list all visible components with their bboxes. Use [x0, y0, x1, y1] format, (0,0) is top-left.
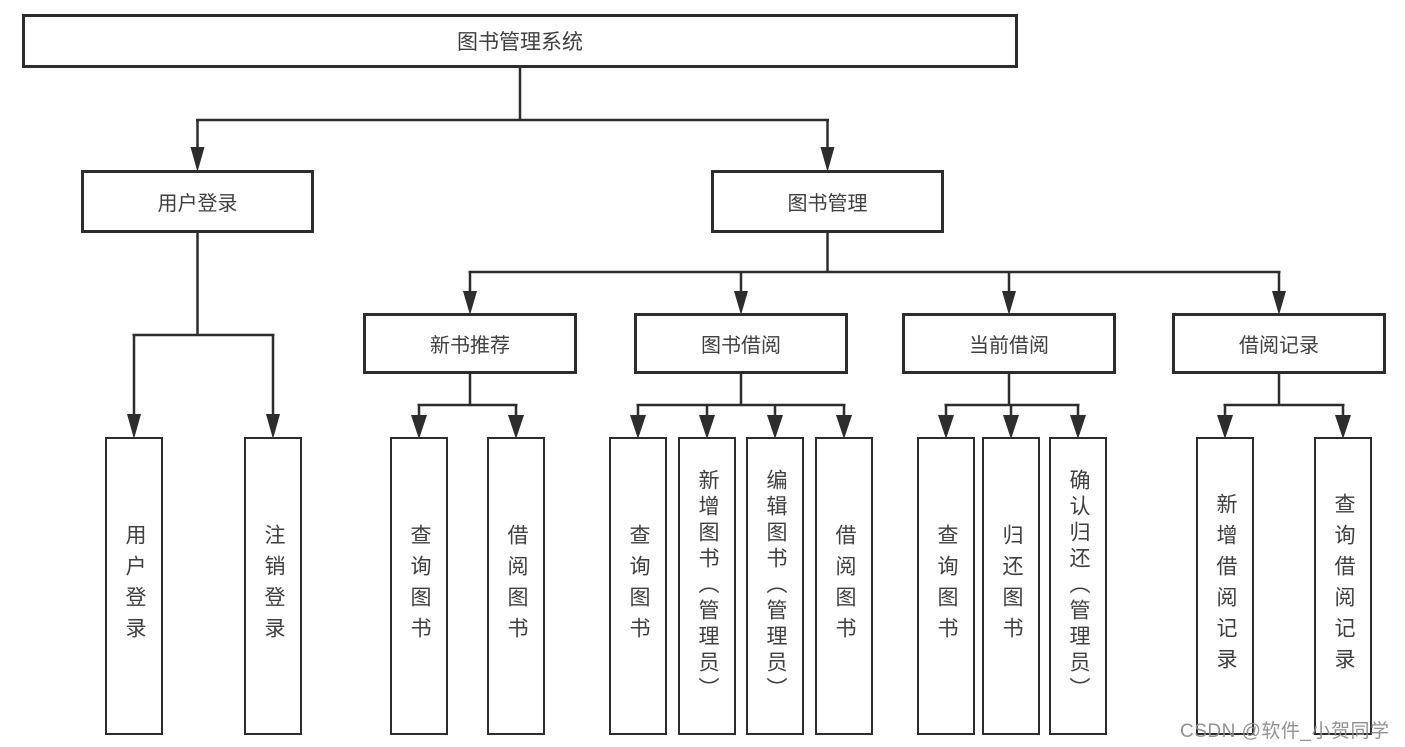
csdn-watermark: CSDN @软件_小贺同学: [1180, 721, 1390, 742]
edge-book-borrow-to-leaves: [630, 374, 852, 439]
leaf-recommend-borrow-book: 借阅图书: [487, 437, 545, 735]
leaf-borrow-query-book: 查询图书: [609, 437, 667, 735]
leaf-logout: 注销登录: [244, 437, 302, 735]
node-borrow-records: 借阅记录: [1172, 313, 1386, 374]
node-user-login: 用户登录: [81, 170, 314, 233]
node-book-borrow: 图书借阅: [634, 313, 848, 374]
leaf-return-book: 归还图书: [982, 437, 1040, 735]
edge-new-book-recommend-to-leaves: [411, 374, 524, 439]
node-current-borrow: 当前借阅: [902, 313, 1116, 374]
edge-current-borrow-to-leaves: [938, 374, 1086, 439]
leaf-recommend-query-book: 查询图书: [390, 437, 448, 735]
leaf-query-borrow-record: 查询借阅记录: [1314, 437, 1372, 735]
node-root-library-system: 图书管理系统: [22, 14, 1018, 68]
leaf-user-login: 用户登录: [105, 437, 163, 735]
leaf-add-book-admin: 新增图书（管理员）: [678, 437, 736, 735]
leaf-confirm-return-admin: 确认归还（管理员）: [1049, 437, 1107, 735]
leaf-borrow-book: 借阅图书: [815, 437, 873, 735]
node-book-management: 图书管理: [711, 170, 944, 233]
leaf-edit-book-admin: 编辑图书（管理员）: [746, 437, 804, 735]
leaf-current-query-book: 查询图书: [917, 437, 975, 735]
edge-root-to-level2: [190, 68, 835, 172]
edge-borrow-records-to-leaves: [1217, 374, 1351, 439]
leaf-add-borrow-record: 新增借阅记录: [1196, 437, 1254, 735]
edge-book-management-to-level3: [463, 233, 1286, 315]
node-new-book-recommend: 新书推荐: [363, 313, 577, 374]
edge-user-login-to-leaves: [127, 233, 280, 439]
